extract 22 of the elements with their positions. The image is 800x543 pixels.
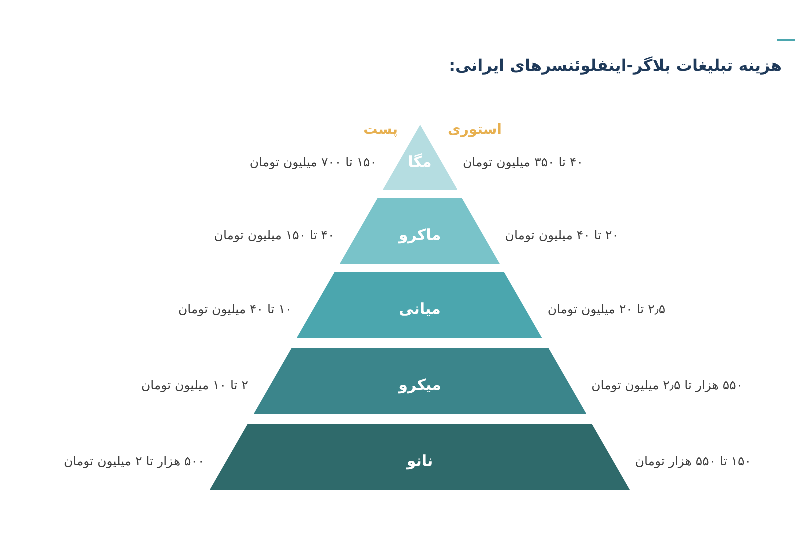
price-text: ۲٫۵ تا ۲۰ میلیون تومان: [548, 302, 666, 316]
price-text: ۱۰ تا ۴۰ میلیون تومان: [178, 302, 292, 316]
level-label: میانی: [399, 300, 441, 318]
column-heading: استوری: [448, 122, 502, 138]
price-text: ۴۰ تا ۱۵۰ میلیون تومان: [214, 228, 335, 242]
price-text: ۴۰ تا ۳۵۰ میلیون تومان: [463, 154, 584, 169]
title: هزینه تبلیغات بلاگر-اینفلوئنسرهای ایرانی:: [449, 56, 782, 75]
column-heading: پست: [364, 122, 398, 138]
pyramid-level: [210, 424, 630, 490]
level-label: میکرو: [398, 376, 442, 394]
level-label: نانو: [406, 452, 434, 470]
price-text: ۱۵۰ تا ۷۰۰ میلیون تومان: [250, 154, 377, 169]
price-text: ۵۰۰ هزار تا ۲ میلیون تومان: [64, 454, 205, 468]
price-text: ۲۰ تا ۴۰ میلیون تومان: [505, 228, 619, 242]
pyramid-level: [297, 272, 543, 338]
price-text: ۵۵۰ هزار تا ۲٫۵ میلیون تومان: [592, 378, 744, 392]
level-label: ماکرو: [398, 226, 442, 244]
level-label: مگا: [408, 152, 432, 170]
price-text: ۱۵۰ تا ۵۵۰ هزار تومان: [635, 454, 752, 468]
pyramid-level: [340, 198, 500, 264]
price-text: ۲ تا ۱۰ میلیون تومان: [141, 378, 248, 392]
pyramid-level: [254, 348, 586, 414]
